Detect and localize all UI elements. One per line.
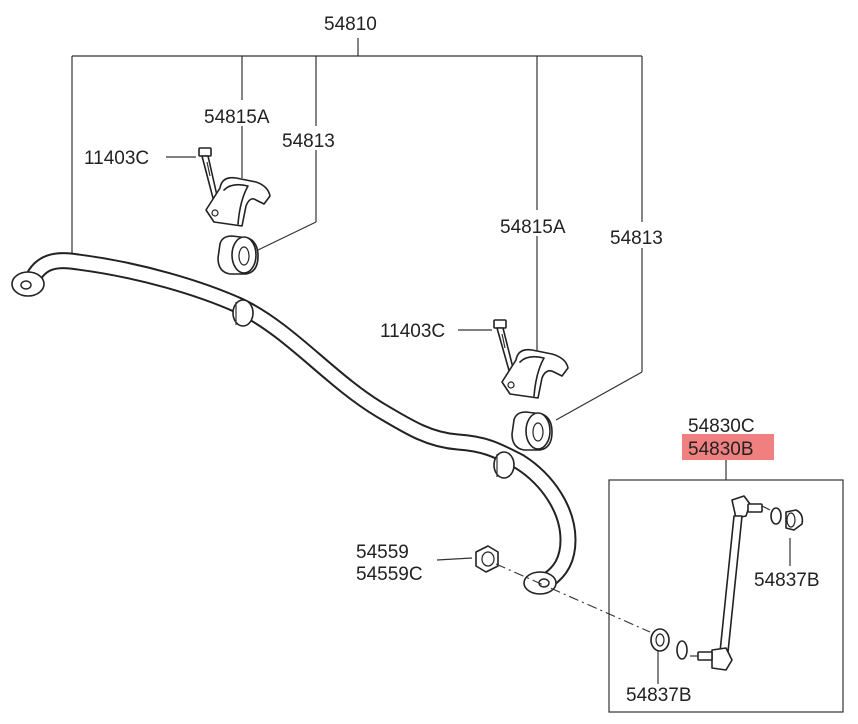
assembly-leader-lines [71, 38, 791, 684]
bar-bushing-ring-right [493, 451, 515, 479]
bar-end-left [11, 271, 45, 297]
label-bushing-right[interactable]: 54813 [610, 228, 663, 249]
label-nut-b[interactable]: 54559C [356, 564, 423, 585]
label-bolt-right[interactable]: 11403C [380, 321, 445, 342]
link-upper-cap [785, 509, 804, 531]
label-bushing-left[interactable]: 54813 [282, 131, 335, 152]
bracket-right [501, 348, 569, 399]
label-bracket-right[interactable]: 54815A [500, 217, 566, 238]
link-lower-cap [650, 628, 670, 652]
bracket-left [205, 176, 271, 227]
assembly-centerline [495, 563, 651, 633]
label-assembly[interactable]: 54810 [324, 14, 377, 35]
bushing-right [511, 411, 553, 451]
label-nut-a[interactable]: 54559 [356, 542, 409, 563]
bolt-right [493, 319, 515, 375]
part-highlight [682, 434, 774, 460]
label-bolt-left[interactable]: 11403C [84, 148, 149, 169]
label-link-a[interactable]: 54830C [688, 416, 755, 437]
label-bracket-left[interactable]: 54815A [204, 107, 270, 128]
bar-bushing-ring-left [232, 299, 254, 327]
link-lower-nut [676, 640, 688, 660]
label-link-b[interactable]: 54830B [688, 439, 754, 460]
label-cap-bottom[interactable]: 54837B [626, 685, 692, 706]
bushing-left [217, 235, 259, 275]
stabilizer-link [690, 495, 771, 671]
nut [475, 545, 499, 573]
link-upper-nut [770, 507, 782, 525]
label-cap-right[interactable]: 54837B [754, 570, 820, 591]
bolt-left [198, 147, 219, 203]
stabilizer-bar [23, 252, 577, 589]
